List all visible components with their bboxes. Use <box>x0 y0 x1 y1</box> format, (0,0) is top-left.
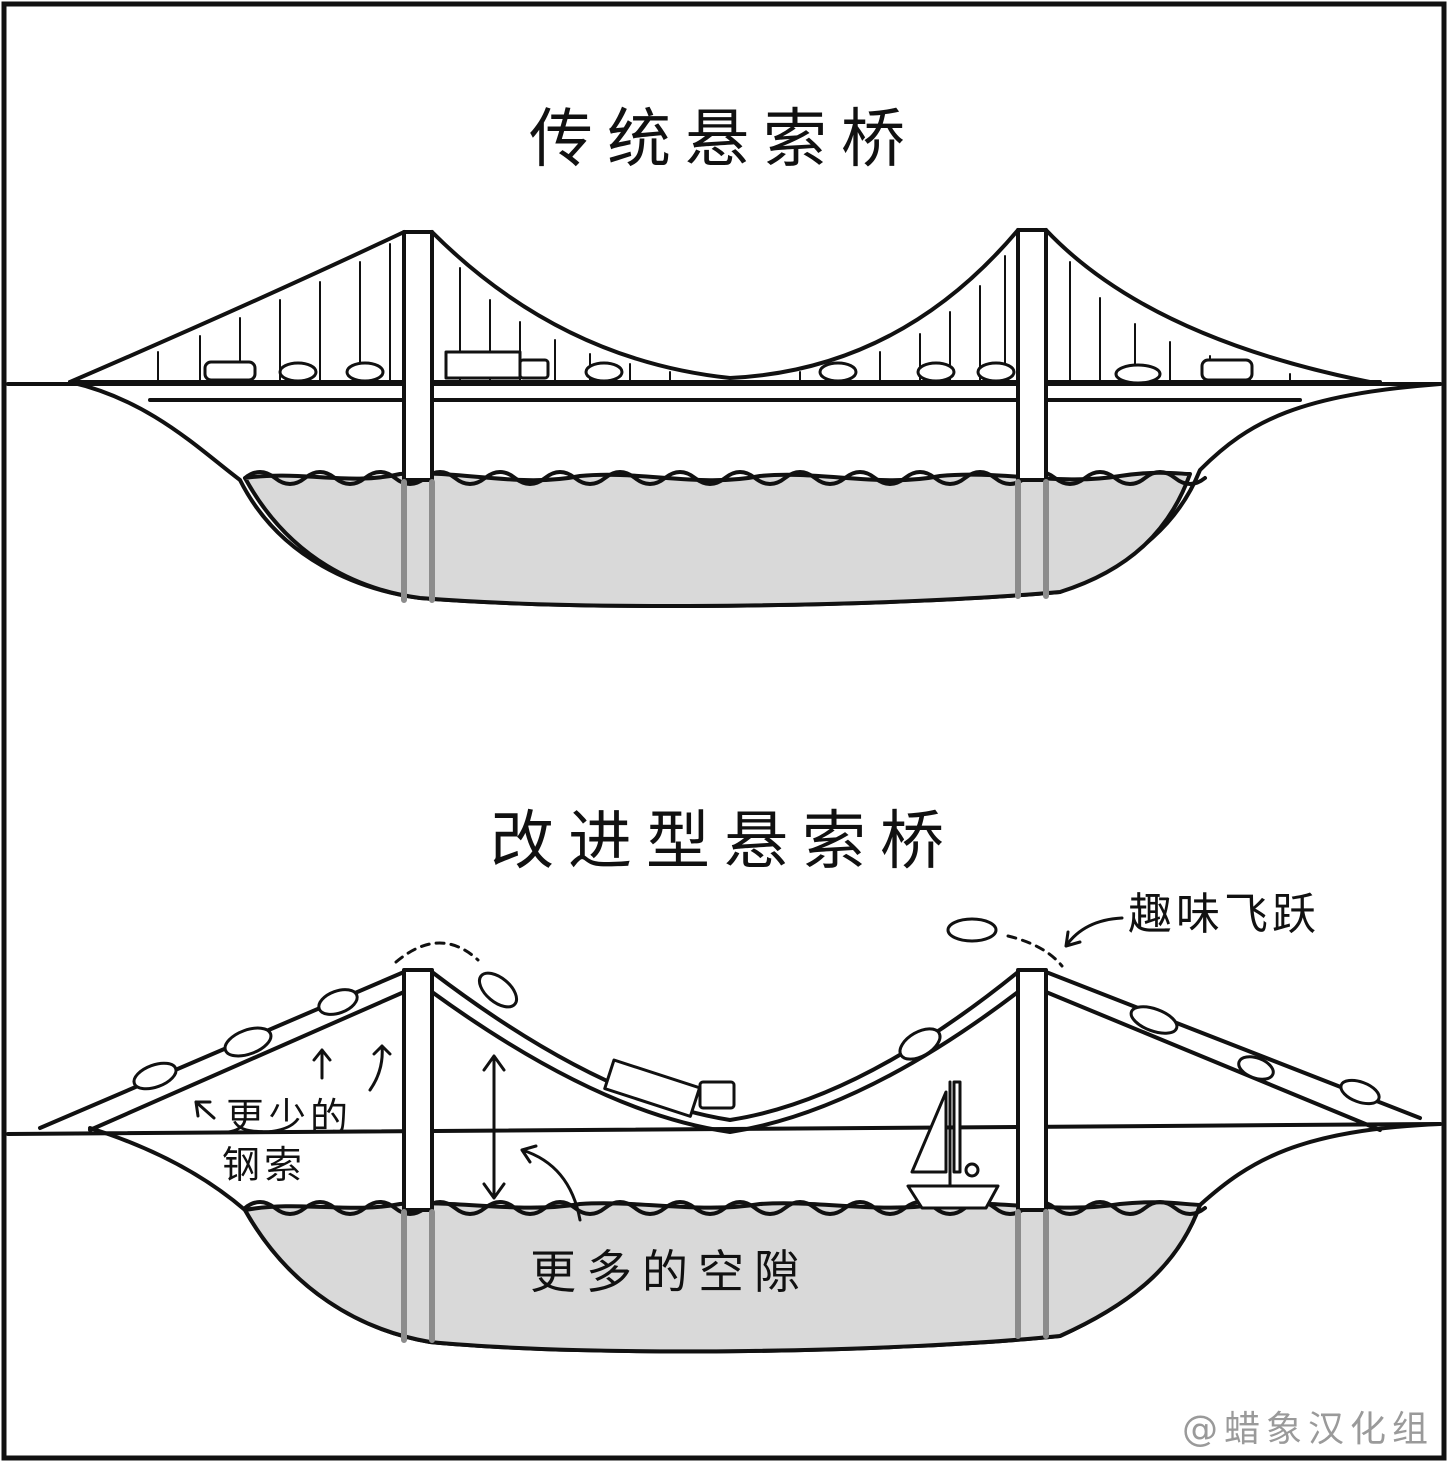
cable-pointer-arrow-curve <box>368 1044 392 1092</box>
cable-pointer-arrow-up <box>312 1048 332 1080</box>
traditional-bridge-title: 传统悬索桥 <box>529 103 919 177</box>
improved-bridge-illustration <box>6 916 1442 1354</box>
traditional-bridge-illustration <box>6 228 1442 608</box>
jump-arc-right <box>1006 934 1064 968</box>
ground-line-bottom <box>6 1122 1442 1136</box>
river-water-bottom <box>243 1200 1202 1354</box>
tower-right-top <box>1016 228 1048 482</box>
piers-underwater-top <box>401 479 1049 603</box>
tower-left-top <box>402 230 434 482</box>
hanger-cables-top <box>157 243 1291 383</box>
less-cable-label-line1: 更少的 <box>226 1095 353 1139</box>
vehicles-top <box>203 350 1254 385</box>
tower-left-bottom <box>402 968 434 1212</box>
fun-jump-label: 趣味飞跃 <box>1128 889 1320 940</box>
vehicles-bottom <box>132 917 1381 1118</box>
more-clearance-label: 更多的空隙 <box>530 1245 810 1299</box>
tower-right-bottom <box>1016 968 1048 1212</box>
cable-pointer-arrow-left <box>194 1100 216 1120</box>
piers-underwater-bottom <box>401 1209 1049 1343</box>
watermark: @蜡象汉化组 <box>1181 1409 1434 1450</box>
sailboat-icon <box>906 1080 1000 1210</box>
jump-pointer-arrow <box>1064 916 1124 948</box>
jump-arc-left <box>394 941 480 964</box>
clearance-double-arrow <box>482 1054 506 1200</box>
annotation-arrows <box>194 916 1124 1222</box>
clearance-pointer-arrow <box>520 1144 582 1222</box>
bridge-deck-top <box>68 380 1382 402</box>
improved-bridge-title: 改进型悬索桥 <box>490 805 958 879</box>
less-cable-label-line2: 钢索 <box>222 1143 307 1187</box>
main-cables-top <box>68 228 1382 386</box>
